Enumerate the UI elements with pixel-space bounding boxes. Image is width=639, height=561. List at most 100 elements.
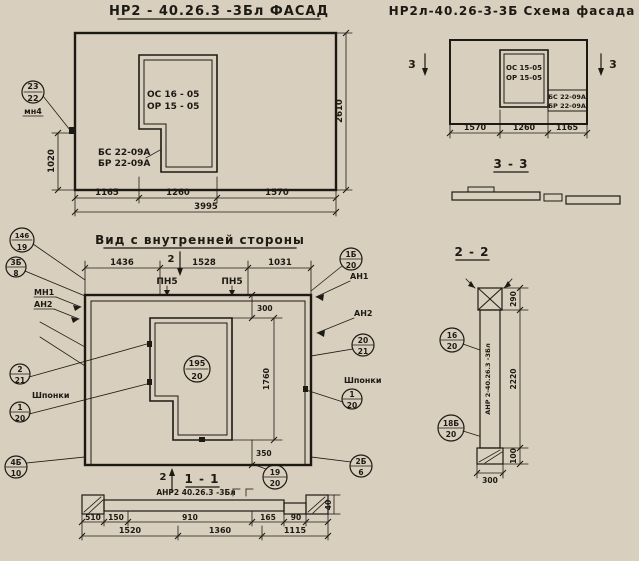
- section-marker-2-bottom: 2: [160, 468, 175, 493]
- inner-view: Вид с внутренней стороны 1436 1528 1031 …: [4, 227, 381, 493]
- callout-top: 3Б: [11, 258, 22, 267]
- dim-1520: 1520: [119, 526, 142, 535]
- an2-label-right: АН2: [354, 309, 372, 318]
- dim-510: 510: [85, 513, 101, 522]
- dim-1570: 1570: [265, 188, 289, 198]
- marker-label: 2: [160, 472, 167, 483]
- facade-opening-label-2: ОР 15 - 05: [147, 102, 199, 112]
- dim-1360: 1360: [209, 526, 232, 535]
- section-1-1-header: 1 - 1: [184, 472, 220, 488]
- dim-1165: 1165: [95, 188, 119, 198]
- dim-300: 300: [482, 476, 498, 485]
- inner-title: Вид с внутренней стороны: [95, 233, 305, 247]
- marker-label: 3: [408, 58, 416, 71]
- facade-scheme: НР2л-40.26-3-3Б Схема фасада 3 3 ОС 15-0…: [389, 4, 636, 205]
- dim-150: 150: [108, 513, 124, 522]
- callout-bottom: 20: [447, 342, 457, 351]
- anchor-labels-right: АН1 АН2: [315, 272, 372, 337]
- facade-block-label-2: БР 22-09А: [98, 159, 150, 169]
- callout-top: 18Б: [443, 419, 459, 428]
- dim-1760: 1760: [262, 367, 271, 390]
- shponki-label-left: Шпонки: [32, 391, 69, 400]
- callout-bottom: 22: [27, 94, 38, 103]
- callout-bottom: 20: [346, 261, 356, 270]
- pn5-labels: ПН5 ПН5: [156, 277, 243, 296]
- callout-top: 2: [17, 365, 22, 374]
- dim-1570: 1570: [464, 123, 487, 132]
- facade-view: НР2 - 40.26.3 -3Бл ФАСАД ОС 16 - 05 ОР 1…: [21, 4, 353, 217]
- callout-1b-20: 1Б 20: [310, 247, 363, 292]
- callout-top: 4Б: [11, 458, 22, 467]
- dim-910: 910: [182, 513, 198, 522]
- pn5-label-1: ПН5: [156, 277, 177, 287]
- s22-dims-right: 290 2220 100: [499, 284, 529, 468]
- dim-3995: 3995: [194, 202, 218, 212]
- callout-18b-20: 18Б 20: [437, 414, 480, 442]
- scheme-opening-label-2: ОР 15-05: [506, 74, 542, 82]
- callout-195-20: 195 20: [183, 355, 211, 383]
- callout-top: 20: [358, 336, 368, 345]
- callout-1-20-left: 1 20: [9, 383, 148, 423]
- section-marker-2-top: 2: [168, 251, 183, 276]
- callout-top: 195: [189, 359, 206, 368]
- dim-1115: 1115: [284, 526, 307, 535]
- callout-top: 23: [27, 82, 38, 91]
- pn5-label-2: ПН5: [221, 277, 242, 287]
- facade-opening-label-1: ОС 16 - 05: [147, 90, 199, 100]
- dim-1260: 1260: [513, 123, 536, 132]
- dim-1031: 1031: [268, 258, 292, 268]
- callout-top: 1: [17, 403, 22, 412]
- section-3-3-title: 3 - 3: [493, 157, 528, 171]
- callout-bottom: 21: [15, 376, 25, 385]
- facade-title: НР2 - 40.26.3 -3Бл ФАСАД: [109, 4, 329, 19]
- callout-bottom: 8: [13, 269, 18, 278]
- s22-dim-bottom: 300: [473, 463, 507, 485]
- dim-1165: 1165: [556, 123, 579, 132]
- facade-dim-left: 1020: [47, 129, 76, 194]
- dim-1020: 1020: [47, 149, 57, 173]
- section-marker-3-left: 3: [408, 53, 428, 76]
- callout-bottom: 20: [15, 414, 25, 423]
- dim-40: 40: [324, 500, 333, 510]
- facade-callout-23-22: 23 22 мн4: [21, 80, 76, 134]
- callout-top: 146: [15, 232, 30, 240]
- dim-1528: 1528: [192, 258, 216, 268]
- callout-3b-8: 3Б 8: [5, 256, 86, 297]
- s11-dims-row1: 510 150 910 165 90: [78, 510, 332, 541]
- section-marker-3-right: 3: [598, 53, 617, 76]
- s11-dim-40: 40: [324, 494, 341, 515]
- mn1-label: МН1: [34, 288, 55, 297]
- callout-1-20-right: 1 20: [305, 388, 363, 410]
- dim-90: 90: [291, 513, 301, 522]
- callout-4b-10: 4Б 10: [4, 455, 86, 479]
- callout-bottom: 20: [270, 479, 280, 488]
- facade-dim-right: 2610: [335, 29, 353, 194]
- s11-dims-row2: 1520 1360 1115: [78, 525, 332, 541]
- callout-top: 1Б: [346, 250, 357, 259]
- dim-2610: 2610: [335, 99, 345, 123]
- inner-dims-top: 1436 1528 1031: [81, 258, 315, 296]
- callout-2b-6: 2Б 6: [310, 454, 373, 478]
- callout-bottom: 6: [358, 468, 363, 477]
- section-2-2-label: АНР 2-40.26.3 -3Бл: [484, 343, 492, 415]
- scheme-block-label-2: БР 22-09А: [548, 102, 586, 110]
- dim-2220: 2220: [509, 369, 518, 390]
- section-1-1-label: АНР2 40.26.3 -3Бл: [156, 488, 235, 497]
- section-1-1: АНР2 40.26.3 -3Бл 40: [78, 488, 341, 541]
- callout-top: 2Б: [356, 457, 367, 466]
- facade-block-label-1: БС 22-09А: [98, 148, 150, 158]
- callout-19-20: 19 20: [251, 463, 288, 490]
- dim-165: 165: [260, 513, 276, 522]
- section-2-2-header: 2 - 2: [454, 245, 490, 261]
- callout-bottom: 10: [11, 469, 21, 478]
- facade-dims-bottom: 1165 1260 1570 3995: [71, 176, 340, 217]
- marker-label: 3: [609, 58, 617, 71]
- scheme-block-label-1: БС 22-09А: [548, 93, 586, 101]
- callout-20-21: 20 21: [310, 333, 375, 357]
- callout-bottom: 20: [347, 401, 357, 410]
- section-1-1-title: 1 - 1: [184, 472, 219, 486]
- scheme-title: НР2л-40.26-3-3Б Схема фасада: [389, 4, 636, 18]
- shponki-label-right: Шпонки: [344, 376, 381, 385]
